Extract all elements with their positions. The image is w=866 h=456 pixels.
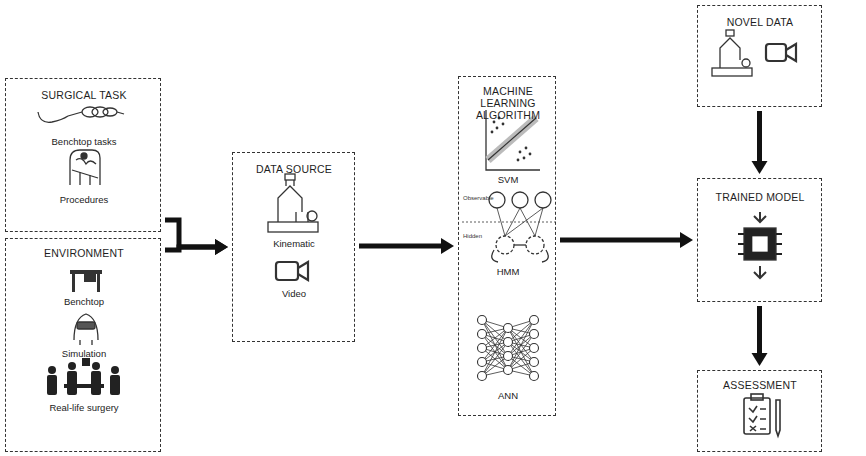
clipboard-icon [744,394,780,436]
flow-arrow [560,232,693,248]
flow-arrow [359,238,454,254]
model-box: TRAINED MODEL [697,178,822,302]
surgery-team-icon [47,358,120,395]
hmm-icon [462,192,556,262]
chip-icon [738,212,782,278]
novel-data-icons [712,30,796,76]
algorithm-box: MACHINE LEARNING ALGORITHM SVM HMM ANN Obser… [458,76,556,416]
ann-icon [478,316,539,381]
box-heading: TRAINED MODEL [716,191,805,203]
simulation-icon [74,314,98,345]
flow-arrow [165,220,228,255]
box-heading: MACHINE LEARNING ALGORITHM [463,85,553,121]
box-heading: DATA SOURCE [256,163,332,175]
box-heading: ASSESSMENT [723,379,797,391]
robot-icon [268,174,318,232]
icons [38,30,796,436]
item-label: Procedures [60,195,109,206]
item-label: ANN [498,391,518,402]
flow-arrow [752,306,768,366]
layer-label: Observable [463,195,494,202]
box-heading: ENVIRONMENT [44,247,124,259]
assessment-box: ASSESSMENT [697,370,822,452]
box-heading: NOVEL DATA [727,16,794,28]
item-label: Benchtop tasks [52,137,117,148]
flow-arrow [165,239,228,255]
item-label: HMM [497,267,520,278]
needle-icon [38,112,68,122]
novel-data-box: NOVEL DATA [697,5,822,107]
desk-icon [70,270,102,292]
environment-box: ENVIRONMENT BenchtopSimulationReal-life s… [5,238,161,452]
item-label: Video [282,289,306,300]
item-label: Benchtop [64,297,104,308]
item-label: Real-life surgery [49,403,118,414]
item-label: Kinematic [273,239,315,250]
data-source-box: DATA SOURCE KinematicVideo [232,152,355,342]
camera-icon [276,262,308,280]
box-heading: SURGICAL TASK [41,89,126,101]
item-label: SVM [498,175,519,186]
flow-arrow [752,111,768,174]
task-box: SURGICAL TASK Benchtop tasksProcedures [5,78,161,232]
layer-label: Hidden [463,233,482,240]
item-label: Simulation [62,349,106,360]
procedure-icon [70,150,100,185]
